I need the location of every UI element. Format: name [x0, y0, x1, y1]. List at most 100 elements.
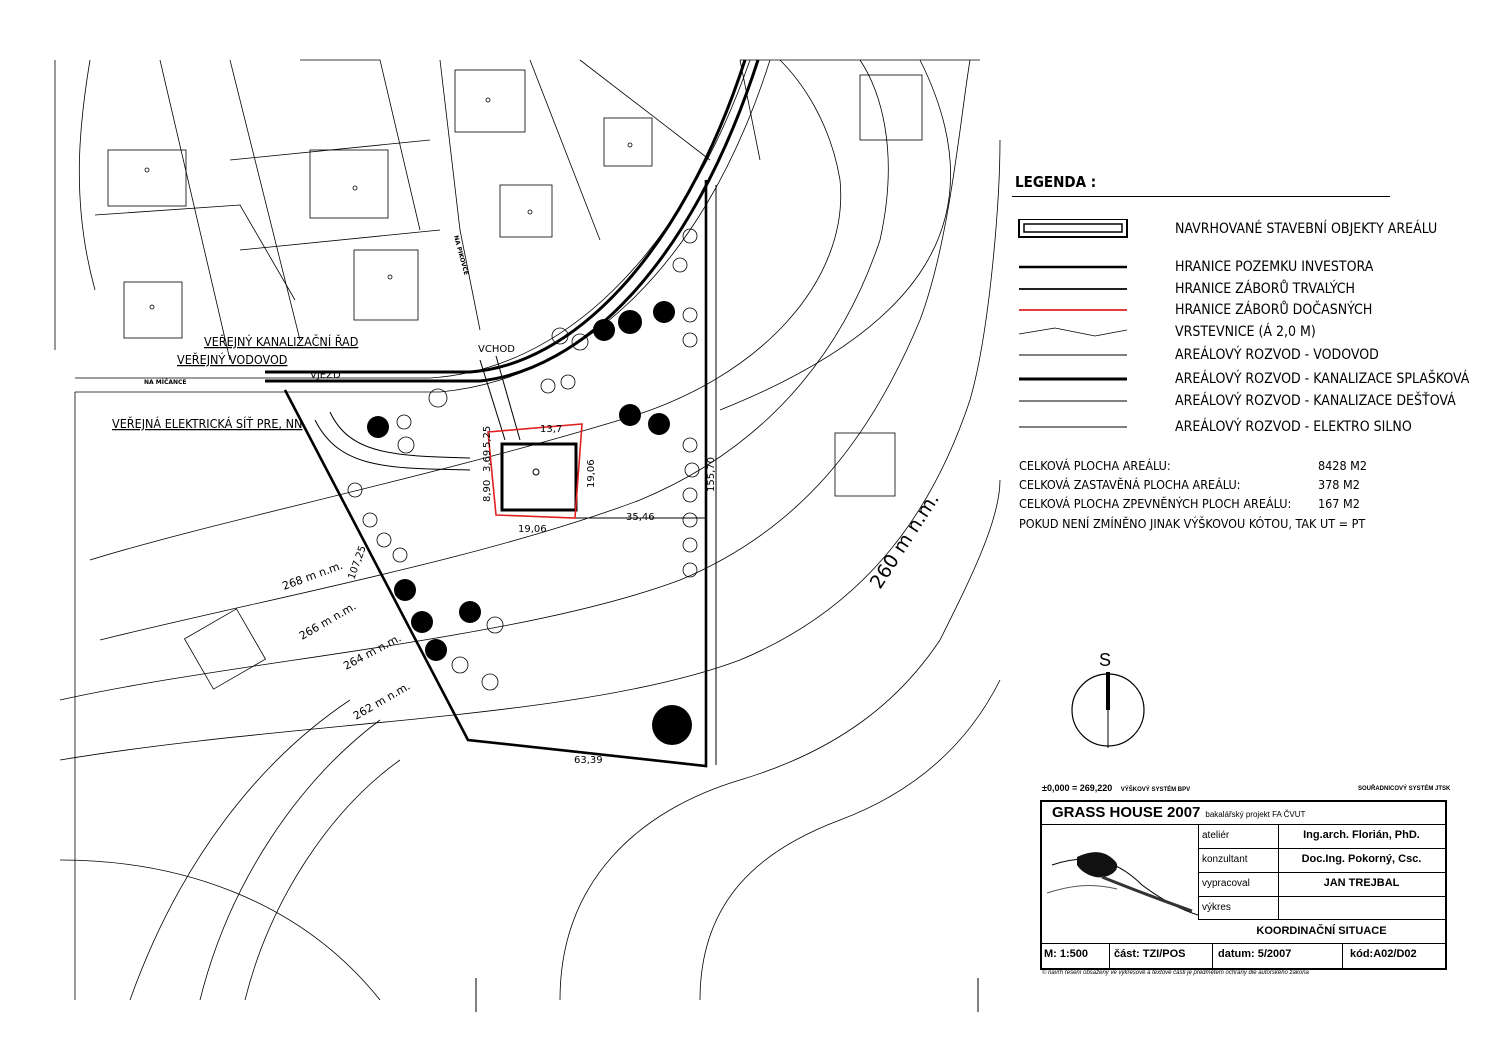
tree-icon [425, 639, 447, 661]
coord-system: SOUŘADNICOVÝ SYSTÉM JTSK [1358, 786, 1451, 792]
legend-symbol [1015, 322, 1131, 344]
temporary-boundary [487, 423, 583, 519]
tree-outline-icon [672, 257, 688, 273]
street-curb [75, 59, 771, 393]
tree-outline-icon [682, 487, 698, 503]
contour-line [99, 59, 889, 641]
access-path [479, 359, 506, 441]
tree-outline-icon [682, 512, 698, 528]
public-utility-line [265, 59, 747, 374]
dim-text: 63,39 [574, 755, 603, 766]
tree-icon [367, 416, 389, 438]
building-marker [485, 97, 491, 103]
neighbour-building [454, 69, 526, 133]
neighbour-building [309, 149, 389, 219]
tree-outline-icon [540, 378, 556, 394]
tree-outline-icon [682, 228, 698, 244]
title-block-hline [1042, 943, 1445, 944]
area-value: 8428 M2 [1318, 458, 1368, 473]
title-block-value: Ing.arch. Florián, PhD. [1303, 829, 1420, 841]
neighbour-building [499, 184, 553, 238]
contour-label-264: 264 m n.m. [341, 631, 403, 672]
parcel-line [439, 59, 481, 331]
label-water: VEŘEJNÝ VODOVOD [177, 352, 287, 367]
building-marker [144, 167, 150, 173]
public-utility-line [265, 59, 760, 383]
date-label: datum: 5/2007 [1218, 948, 1292, 960]
drawing-name: KOORDINAČNÍ SITUACE [1256, 925, 1387, 937]
parcel-line [94, 204, 296, 301]
title-block-key: výkres [1202, 902, 1231, 913]
dim-text: 19,06 [586, 459, 597, 488]
access-road [329, 411, 471, 459]
title-block-hline [1198, 919, 1445, 920]
code-label: kód:A02/D02 [1350, 948, 1417, 960]
tree-outline-icon [551, 327, 569, 345]
tree-outline-icon [682, 437, 698, 453]
legend-label: AREÁLOVÝ ROZVOD - KANALIZACE DEŠŤOVÁ [1175, 393, 1456, 409]
property-boundary [283, 180, 708, 768]
scale-label: M: 1:500 [1044, 948, 1089, 960]
parcel-line [239, 229, 441, 251]
tree-icon [619, 404, 641, 426]
title-block-hline [1198, 872, 1445, 873]
neighbour-building [123, 281, 183, 339]
title-block-hline [1042, 824, 1445, 825]
tree-outline-icon [428, 388, 448, 408]
tree-icon [459, 601, 481, 623]
legend-symbol [1015, 417, 1131, 439]
access-path [495, 355, 521, 441]
tree-outline-icon [682, 537, 698, 553]
tree-outline-icon [481, 673, 499, 691]
neighbour-building [834, 432, 896, 497]
parcel-line [719, 59, 952, 411]
legend-item: VRSTEVNICE (Á 2,0 M) [1015, 322, 1475, 344]
height-system: VÝŠKOVÝ SYSTÉM BPV [1120, 787, 1191, 793]
house-marker [532, 468, 540, 476]
label-street: NA MÍČANCE [144, 378, 187, 386]
area-value: 378 M2 [1318, 477, 1360, 492]
tree-outline-icon [396, 414, 412, 430]
house-building [500, 442, 578, 512]
tree-outline-icon [486, 616, 504, 634]
parcel-line [229, 59, 301, 341]
street-curb [75, 59, 751, 379]
title-block-vline [1109, 943, 1110, 968]
legend-symbol [1015, 345, 1131, 367]
title-block-key: konzultant [1202, 854, 1248, 865]
legend-item: HRANICE ZÁBORŮ TRVALÝCH [1015, 279, 1475, 301]
tree-outline-icon [682, 332, 698, 348]
parcel-line [529, 59, 601, 241]
area-label: POKUD NENÍ ZMÍNĚNO JINAK VÝŠKOVOU KÓTOU,… [1019, 516, 1366, 531]
tree-outline-icon [451, 656, 469, 674]
contour-line [559, 479, 1001, 1001]
label-street2: NA PIKOVCE [452, 235, 469, 276]
parcel-line [739, 59, 761, 161]
dim-text: 8,90 [482, 480, 493, 502]
project-subtitle: bakalářský projekt FA ČVUT [1205, 810, 1306, 819]
label-power: VEŘEJNÁ ELEKTRICKÁ SÍŤ PRE, NN [112, 416, 302, 431]
title-block-vline [1342, 943, 1343, 968]
legend-item: NAVRHOVANÉ STAVEBNÍ OBJEKTY AREÁLU [1015, 218, 1475, 241]
tree-outline-icon [560, 374, 576, 390]
legend-symbol [1015, 300, 1131, 322]
building-marker [352, 185, 358, 191]
tree-icon [394, 579, 416, 601]
title-block-value: JAN TREJBAL [1323, 877, 1400, 889]
legend-symbol [1015, 391, 1131, 413]
legend-divider [1012, 196, 1390, 197]
legend-item: AREÁLOVÝ ROZVOD - VODOVOD [1015, 345, 1475, 367]
copyright-note: © návrh řešení obsažený ve výkresové a t… [1042, 970, 1309, 976]
tree-outline-icon [362, 512, 378, 528]
title-block-hline [1198, 896, 1445, 897]
dim-text: 19,06 [518, 524, 547, 535]
title-block-key: ateliér [1202, 830, 1230, 841]
legend-label: HRANICE ZÁBORŮ TRVALÝCH [1175, 281, 1356, 297]
tree-icon [652, 705, 692, 745]
legend-item: HRANICE ZÁBORŮ DOČASNÝCH [1015, 300, 1475, 322]
legend-label: AREÁLOVÝ ROZVOD - ELEKTRO SILNO [1175, 419, 1412, 435]
north-label: S [1099, 650, 1111, 670]
part-label: část: TZI/POS [1114, 948, 1186, 960]
tree-icon [618, 310, 642, 334]
